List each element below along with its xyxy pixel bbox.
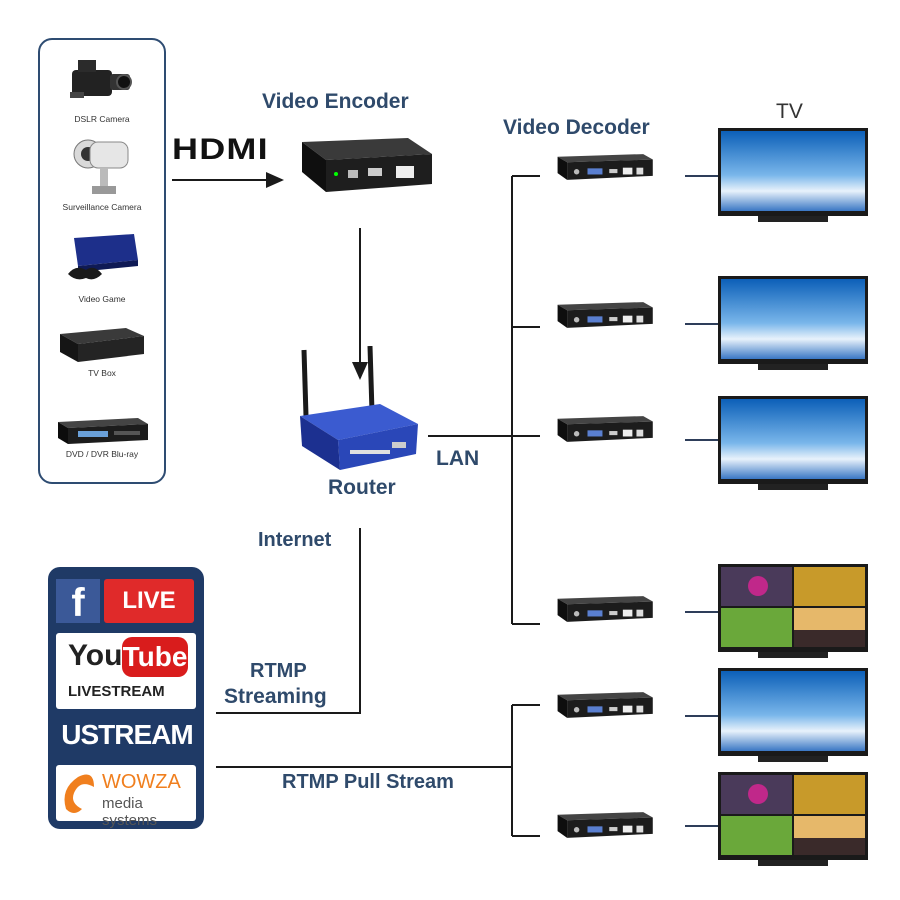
streaming-platforms-panel: f LIVE You Tube LIVESTREAM USTREAM WOWZA… (48, 567, 204, 829)
source-label: Video Game (78, 294, 126, 304)
source-label: DSLR Camera (74, 114, 130, 124)
wowza-text: WOWZA (102, 771, 181, 793)
video-decoder-label: Video Decoder (503, 116, 650, 139)
streaming-label: Streaming (224, 685, 327, 708)
tv-label: TV (776, 100, 803, 123)
source-label: TV Box (88, 368, 116, 378)
video-encoder-label: Video Encoder (262, 90, 409, 113)
tv-box-icon (60, 328, 144, 362)
router-label: Router (328, 476, 396, 499)
dvd-player-icon (58, 418, 148, 444)
tv-screen-sky (718, 128, 868, 222)
video-decoder-device (557, 416, 653, 442)
video-encoder-device (302, 138, 432, 192)
surveillance-camera-icon (73, 139, 129, 194)
facebook-live-badge: LIVE (104, 579, 194, 623)
hdmi-logo: HDMI (172, 133, 269, 166)
source-label: DVD / DVR Blu-ray (65, 449, 139, 459)
tv-screen-sky (718, 396, 868, 490)
video-decoder-device (557, 596, 653, 622)
source-label: Surveillance Camera (62, 202, 142, 212)
video-decoder-device (557, 302, 653, 328)
tv-screen-quad (718, 564, 868, 658)
lan-label: LAN (436, 447, 480, 470)
dslr-camera-icon (70, 60, 132, 98)
rtmp-label: RTMP (250, 660, 307, 682)
ustream-logo: USTREAM (61, 719, 193, 750)
youtube-logo: You Tube LIVESTREAM (56, 633, 196, 709)
facebook-logo: f (56, 579, 100, 625)
rtmp-pull-stream-label: RTMP Pull Stream (282, 771, 454, 793)
video-decoder-device (557, 692, 653, 718)
source-devices-panel: DSLR Camera Surveillance Camera Video Ga… (38, 38, 166, 484)
video-decoder-device (557, 154, 653, 180)
livestream-text: LIVESTREAM (68, 683, 165, 700)
internet-label: Internet (258, 529, 332, 551)
game-console-icon (68, 234, 138, 280)
router-device (300, 346, 418, 470)
wowza-subtext: media systems (102, 795, 158, 829)
tv-screen-quad (718, 772, 868, 866)
tv-screen-sky (718, 668, 868, 762)
wowza-icon (64, 774, 94, 813)
video-decoder-device (557, 812, 653, 838)
youtube-tube-text: Tube (122, 637, 188, 677)
wowza-logo: WOWZA media systems (56, 765, 196, 829)
youtube-you-text: You (68, 639, 123, 672)
tv-screen-sky (718, 276, 868, 370)
